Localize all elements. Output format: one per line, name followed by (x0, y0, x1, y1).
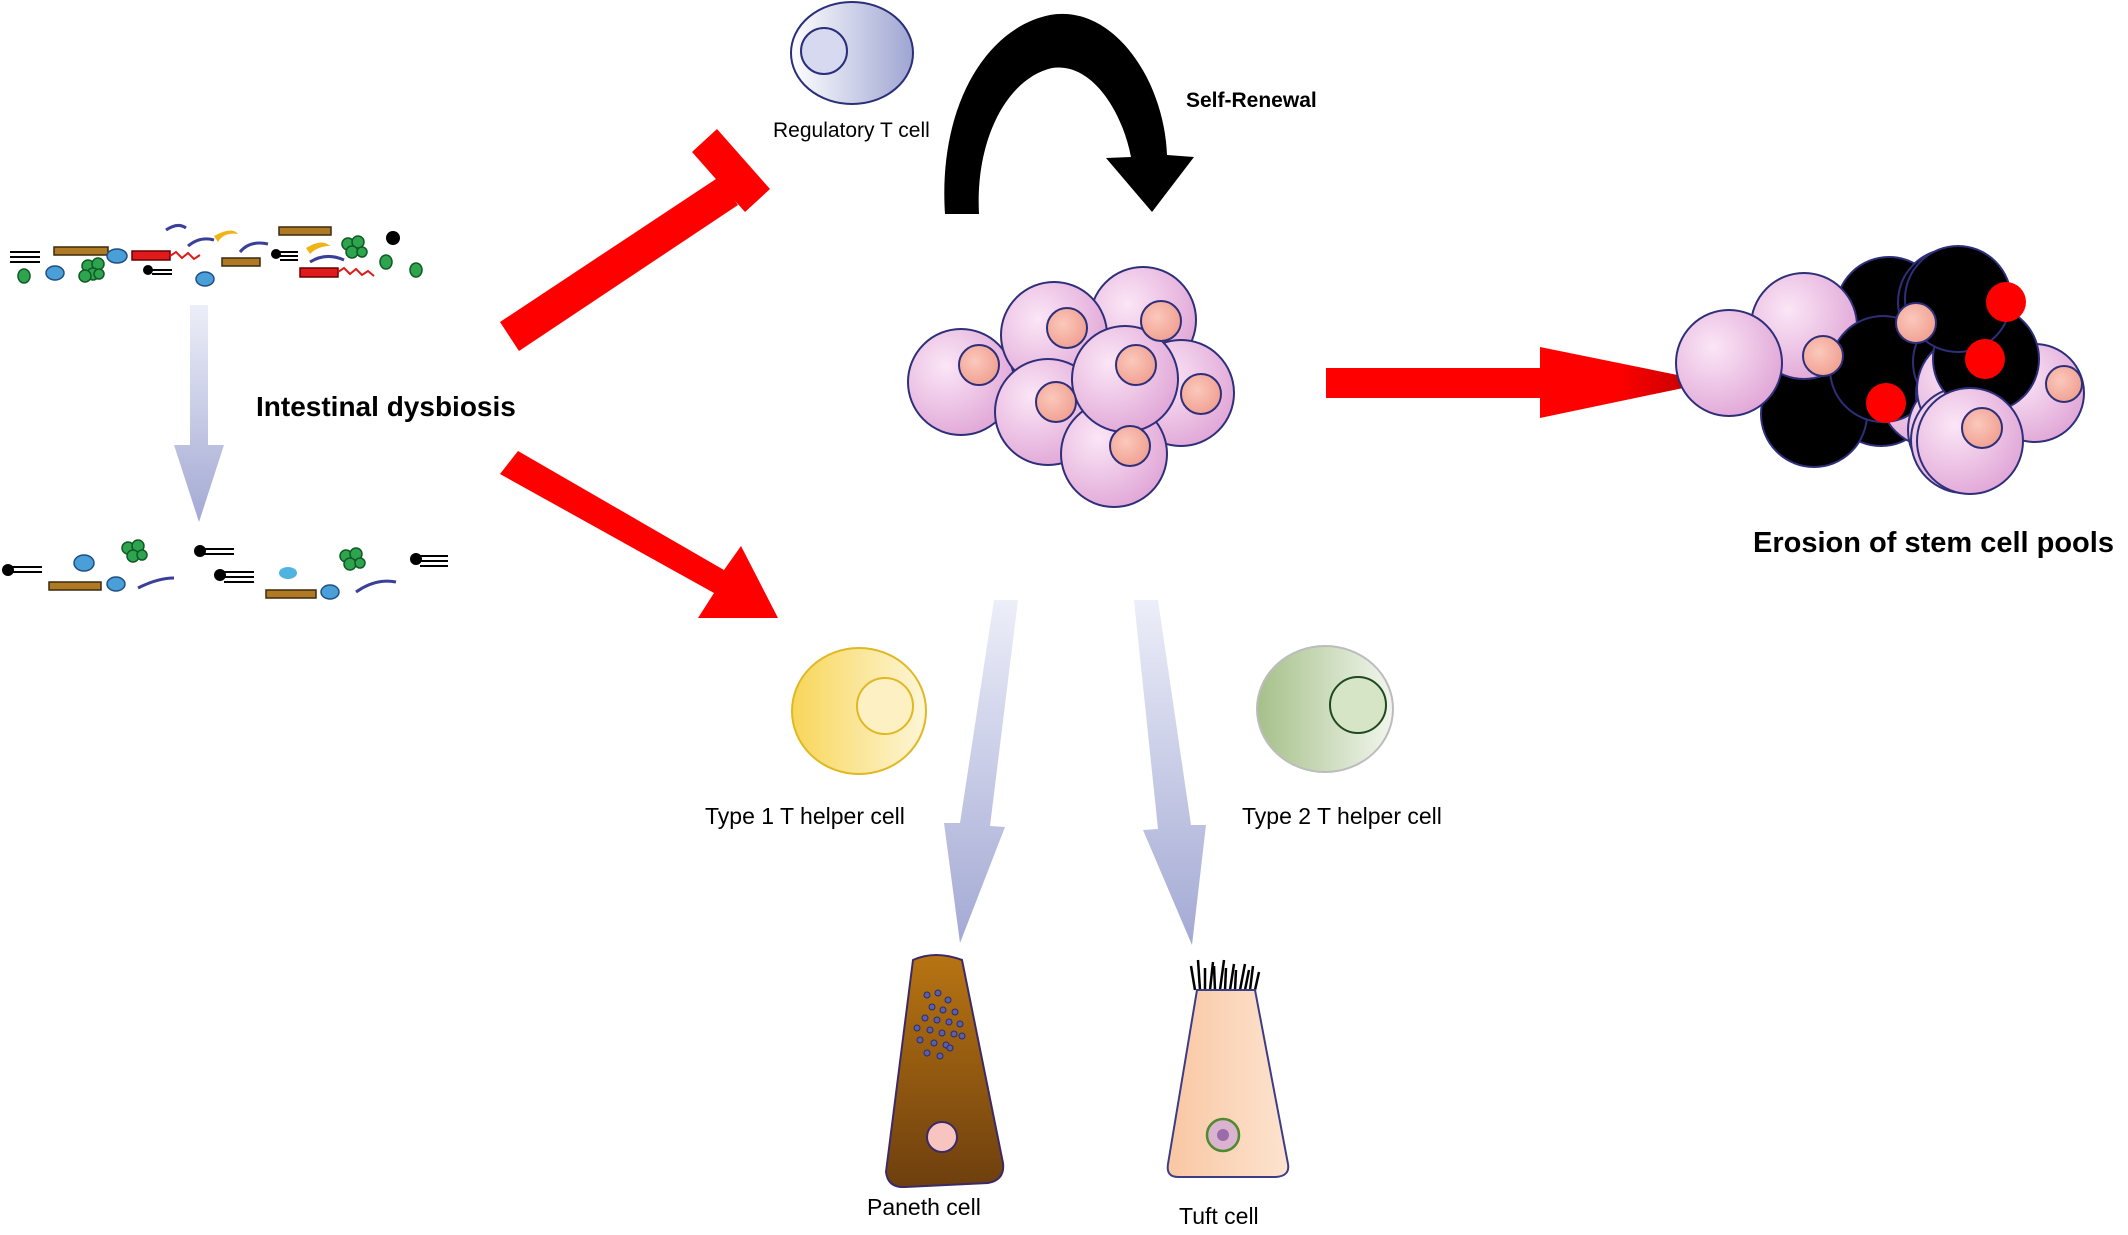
th2-cell-icon (1256, 645, 1394, 773)
stem-cell-cluster-icon (907, 266, 1235, 508)
regulatory-t-cell-label: Regulatory T cell (773, 119, 930, 142)
tuft-cell-label: Tuft cell (1179, 1203, 1259, 1229)
self-renewal-arrow (944, 13, 1194, 215)
inhibition-arrow (500, 129, 770, 351)
intestinal-dysbiosis-label: Intestinal dysbiosis (256, 391, 516, 422)
th2-cell-label: Type 2 T helper cell (1242, 803, 1442, 829)
bacteria-icon (10, 223, 423, 287)
eroded-stem-cell-cluster-icon (1675, 245, 2085, 495)
th1-cell-label: Type 1 T helper cell (705, 803, 905, 829)
bacteria-icon (2, 539, 448, 600)
tuft-differentiation-arrow (1134, 600, 1206, 945)
paneth-cell-label: Paneth cell (867, 1194, 981, 1220)
erosion-arrow (1326, 347, 1712, 418)
self-renewal-label: Self-Renewal (1186, 89, 1317, 112)
th1-cell-icon (791, 647, 927, 775)
paneth-cell-icon (884, 954, 1005, 1189)
paneth-differentiation-arrow (944, 600, 1018, 943)
tuft-cell-icon (1166, 959, 1290, 1178)
erosion-label: Erosion of stem cell pools (1753, 527, 2114, 559)
th1-activation-arrow (500, 451, 778, 618)
regulatory-t-cell-icon (790, 1, 914, 105)
dysbiosis-arrow (174, 305, 224, 522)
